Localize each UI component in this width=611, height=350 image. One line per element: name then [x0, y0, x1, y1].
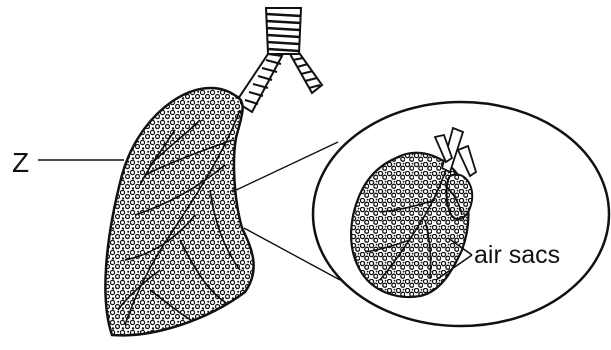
label-air-sacs: air sacs — [474, 243, 560, 268]
label-z: Z — [12, 149, 29, 177]
trachea — [266, 8, 301, 54]
right-bronchus — [290, 54, 322, 93]
lung — [105, 88, 253, 335]
